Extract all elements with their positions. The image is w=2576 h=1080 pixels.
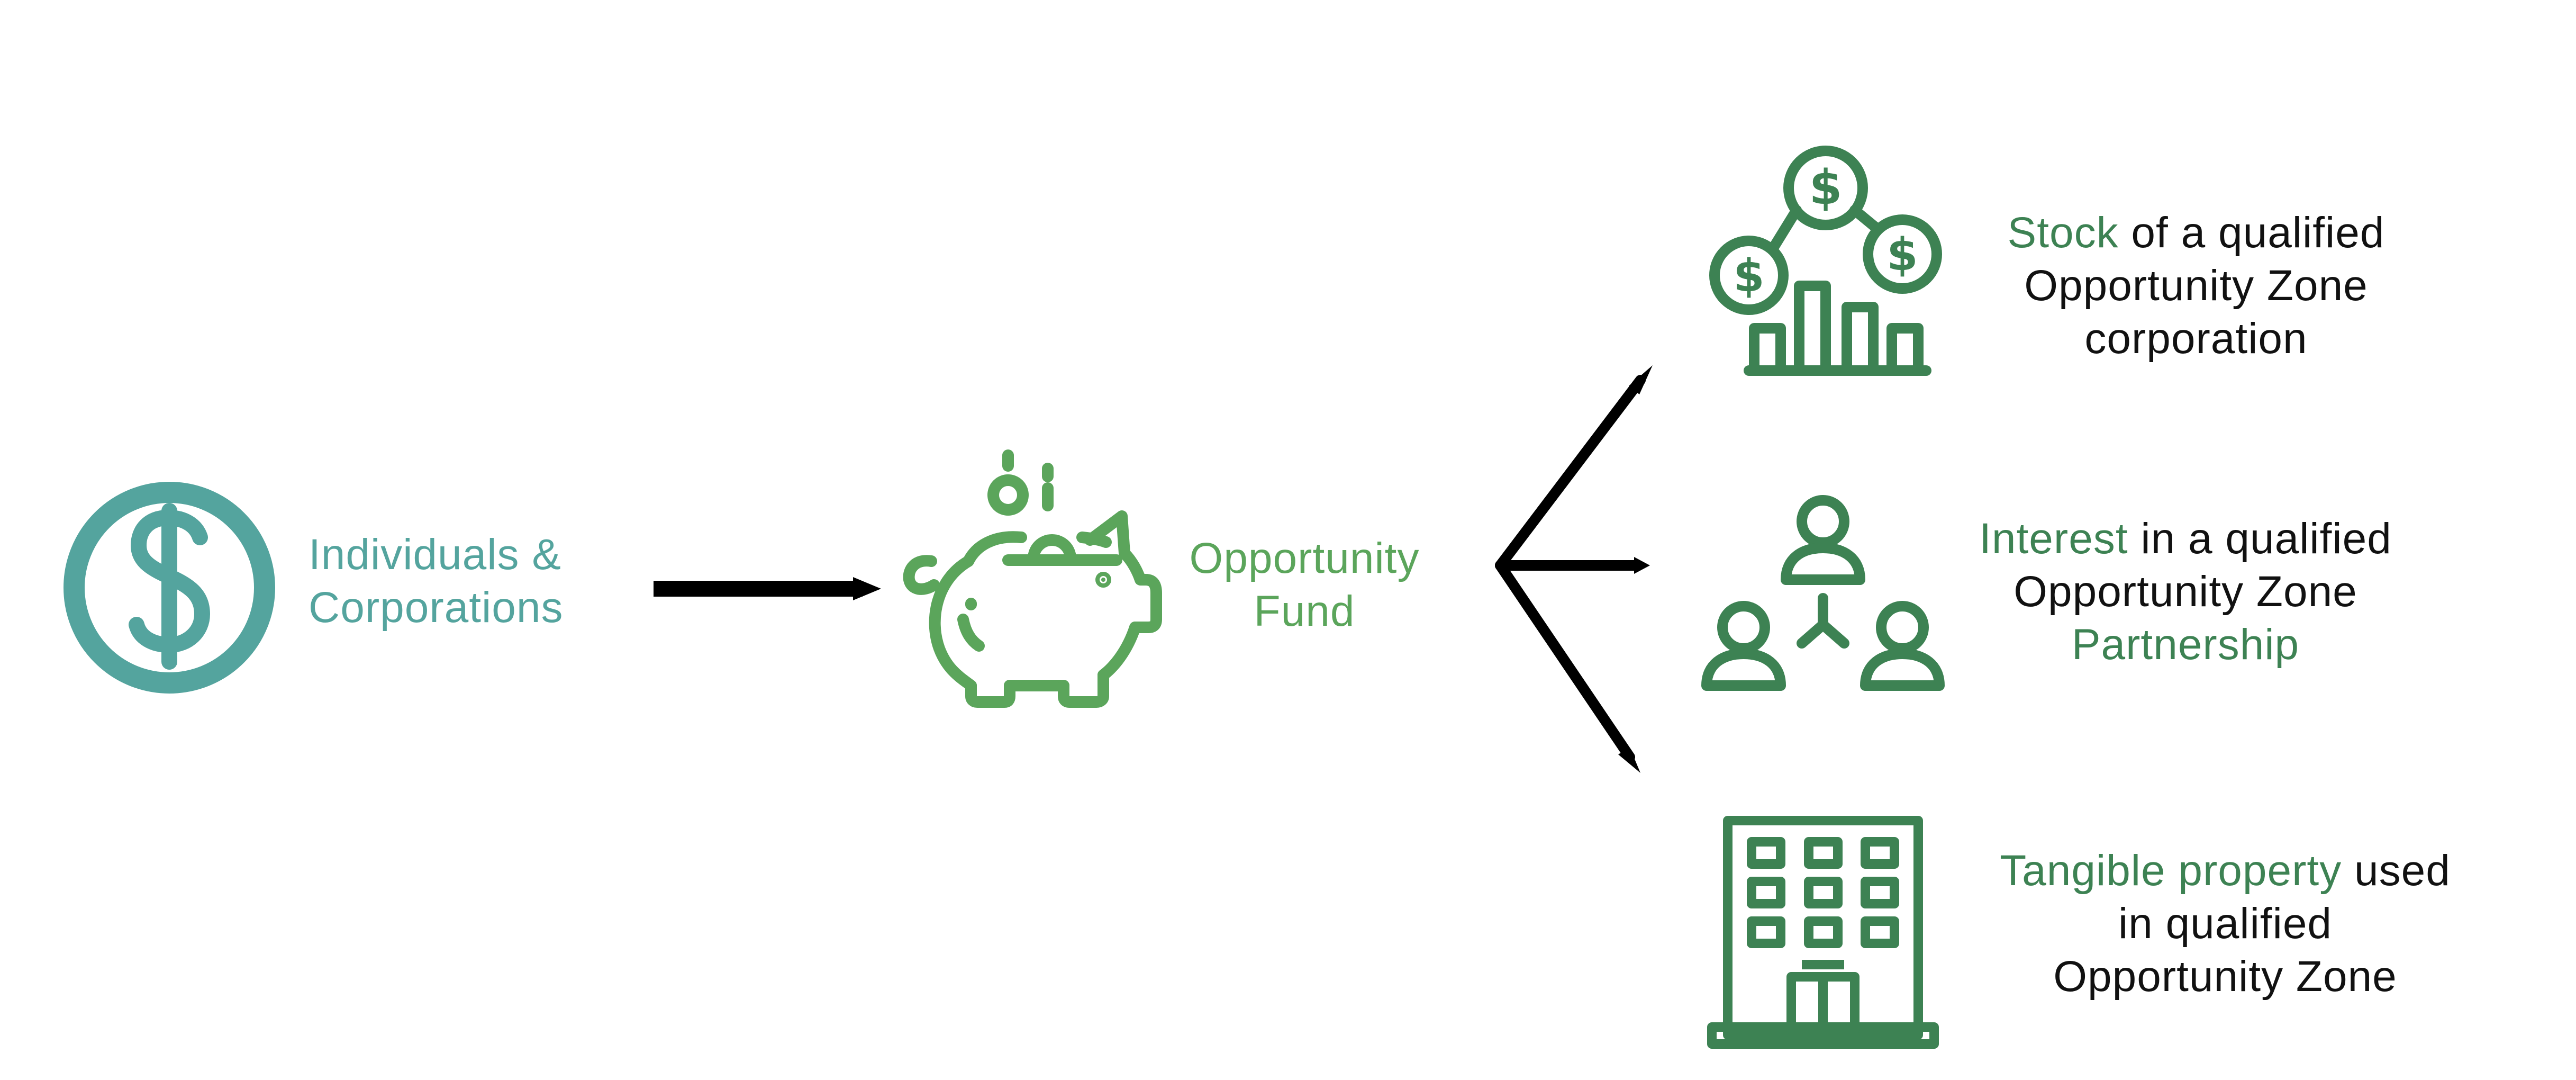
outcome-stock-line3: corporation [2084, 314, 2308, 363]
outcome-tangible-label: Tangible property used in qualified Oppo… [1947, 844, 2503, 1003]
stock-coins-chart-icon: $ $ $ [1709, 146, 1942, 376]
fund-label-line2: Fund [1254, 587, 1355, 635]
source-label-line1: Individuals & [309, 530, 561, 579]
outcome-tangible-rest: used [2342, 847, 2451, 895]
outcome-tangible-line2: in qualified [2118, 899, 2333, 948]
fund-label: Opportunity Fund [1162, 532, 1447, 638]
partnership-people-icon [1701, 495, 1945, 691]
svg-text:$: $ [1886, 229, 1918, 281]
svg-text:$: $ [1809, 160, 1843, 215]
outcome-interest-rest: in a qualified [2128, 515, 2392, 563]
outcome-interest-line3: Partnership [2071, 620, 2300, 669]
outcome-stock-rest: of a qualified [2118, 209, 2385, 257]
outcome-tangible-highlight: Tangible property [2000, 847, 2342, 895]
outcome-stock-line2: Opportunity Zone [2024, 262, 2368, 310]
branch-arrows [1495, 365, 1653, 773]
outcome-interest-label: Interest in a qualified Opportunity Zone… [1947, 512, 2424, 671]
outcome-stock-line1: Stock of a qualified [1958, 206, 2434, 259]
outcome-stock-label: Stock of a qualified Opportunity Zone co… [1958, 206, 2434, 365]
outcome-tangible-line1: Tangible property used [1947, 844, 2503, 897]
source-label-line2: Corporations [309, 583, 564, 632]
piggy-bank-icon [903, 449, 1162, 708]
svg-text:$: $ [1733, 250, 1764, 302]
building-icon [1707, 816, 1939, 1049]
arrow-to-fund [654, 577, 881, 600]
dollar-circle-icon [64, 482, 275, 694]
outcome-interest-line2: Opportunity Zone [2013, 568, 2357, 616]
outcome-stock-highlight: Stock [2007, 209, 2119, 257]
fund-label-line1: Opportunity [1189, 534, 1420, 582]
outcome-tangible-line3: Opportunity Zone [2053, 952, 2397, 1001]
outcome-interest-highlight: Interest [1979, 515, 2128, 563]
outcome-interest-line1: Interest in a qualified [1947, 512, 2424, 565]
source-label: Individuals & Corporations [309, 528, 563, 634]
